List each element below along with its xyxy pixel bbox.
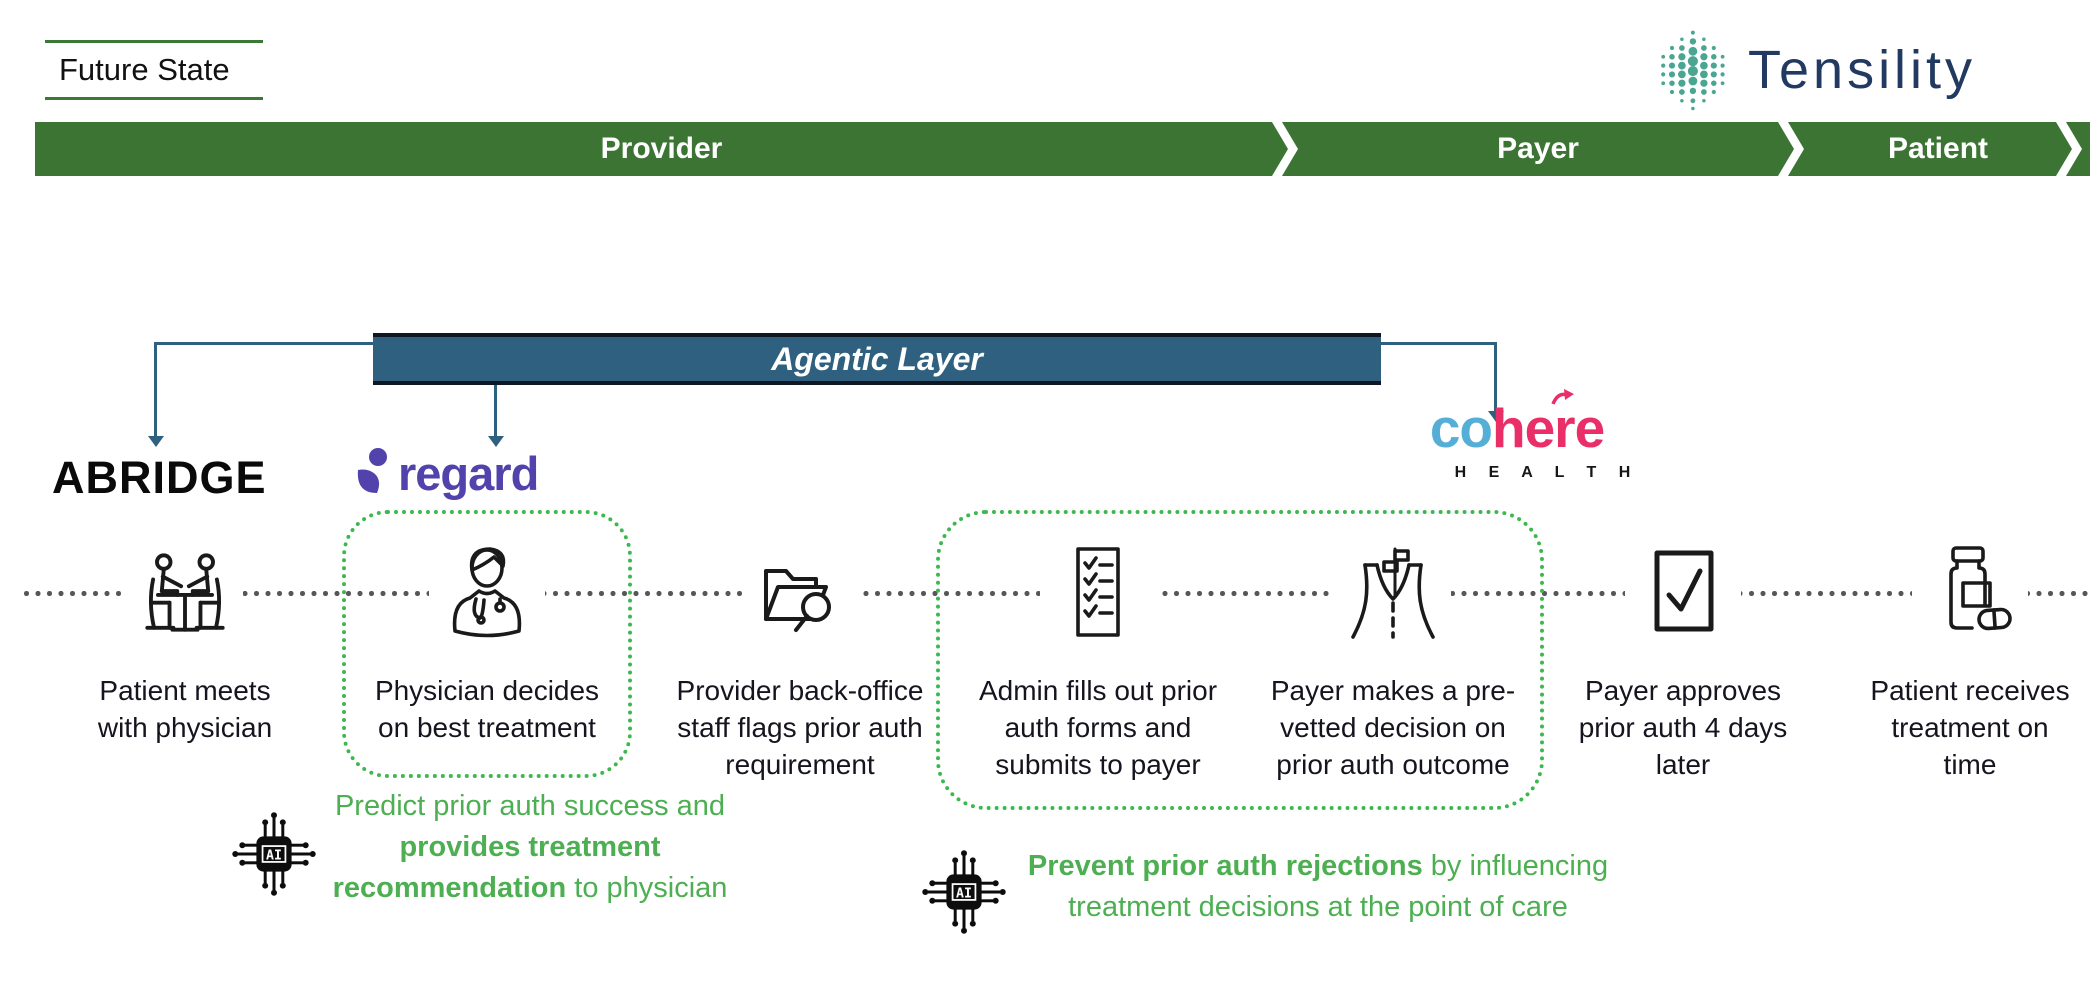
patient-meeting-icon — [145, 553, 225, 632]
annotation-line: treatment decisions at the point of care — [1068, 891, 1568, 923]
tensility-dots-icon — [1661, 30, 1725, 111]
cohere-wordmark: cohere — [1429, 389, 1605, 460]
svg-text:AI: AI — [956, 886, 972, 901]
checklist-icon — [1076, 547, 1120, 637]
banner-segment-patient: Patient — [1788, 122, 2072, 176]
step-caption: Patient receives treatment on time — [1870, 675, 2070, 780]
regard-wordmark: regard — [398, 447, 539, 500]
annotation-line: provides treatment — [399, 831, 661, 863]
step-physician-decides: Physician decides on best treatment — [347, 540, 627, 746]
step-admin-fills-forms: Admin fills out prior auth forms and sub… — [958, 540, 1238, 783]
step-caption: Patient meets with physician — [97, 675, 273, 743]
ai-chip-icon: AI — [922, 850, 1006, 934]
annotation-line: Prevent prior auth rejections by influen… — [1027, 850, 1609, 882]
arrow-down-cohere-icon — [1488, 411, 1504, 422]
checkbox-icon — [1654, 550, 1714, 632]
agentic-layer-bar: Agentic Layer — [373, 333, 1381, 385]
ai-chip-icon: AI — [232, 812, 316, 896]
pill-bottle-icon — [1949, 546, 2012, 631]
regard-logo: regard — [352, 446, 539, 502]
cohere-arrow-icon — [1551, 389, 1575, 405]
arrow-down-abridge-icon — [148, 436, 164, 447]
step-patient-receives-treatment: Patient receives treatment on time — [1830, 540, 2090, 783]
arrow-down-regard-icon — [488, 436, 504, 447]
physician-icon — [452, 547, 522, 638]
connector-line-abridge-v — [154, 342, 157, 437]
step-patient-meeting: Patient meets with physician — [45, 540, 325, 746]
folder-search-icon — [764, 569, 831, 632]
regard-mark-icon — [357, 448, 387, 493]
highlight-box-prior-auth — [936, 510, 1544, 810]
fork-road-dollar-icon — [1351, 547, 1435, 639]
step-backoffice-flags: Provider back-office staff flags prior a… — [660, 540, 940, 783]
annotation-prevent-rejections: Prevent prior auth rejections by influen… — [1008, 846, 1628, 928]
connector-line-cohere-h — [1381, 342, 1497, 345]
highlight-box-physician — [342, 510, 632, 778]
page-title: Future State — [45, 40, 263, 100]
cohere-wordmark-co: co — [1429, 397, 1493, 459]
connector-line-regard-v — [494, 385, 497, 437]
banner-segment-payer: Payer — [1282, 122, 1794, 176]
connector-line-cohere-v — [1494, 342, 1497, 412]
step-caption: Provider back-office staff flags prior a… — [676, 675, 924, 780]
tensility-wordmark: Tensility — [1748, 40, 1977, 100]
abridge-logo: ABRIDGE — [52, 452, 267, 503]
annotation-line: recommendation to physician — [332, 872, 728, 904]
step-caption: Payer approves prior auth 4 days later — [1578, 675, 1788, 780]
banner-segment-provider: Provider — [35, 122, 1288, 176]
step-caption: Physician decides on best treatment — [374, 675, 600, 743]
cohere-logo: cohere H E A L T H — [1392, 389, 1642, 482]
cohere-health-subtitle: H E A L T H — [1454, 464, 1640, 481]
step-caption: Admin fills out prior auth forms and sub… — [978, 675, 1218, 780]
annotation-predict-prior-auth: Predict prior auth success and provides … — [295, 786, 765, 909]
cohere-wordmark-here: here — [1492, 397, 1605, 459]
svg-text:AI: AI — [266, 848, 282, 863]
connector-line-abridge-h — [155, 342, 373, 345]
step-caption: Payer makes a pre- vetted decision on pr… — [1270, 675, 1516, 780]
step-payer-prevetted-decision: Payer makes a pre- vetted decision on pr… — [1253, 540, 1533, 783]
annotation-line: Predict prior auth success and — [334, 790, 726, 822]
tensility-logo: Tensility — [1650, 26, 1976, 114]
step-payer-approves: Payer approves prior auth 4 days later — [1543, 540, 1823, 783]
